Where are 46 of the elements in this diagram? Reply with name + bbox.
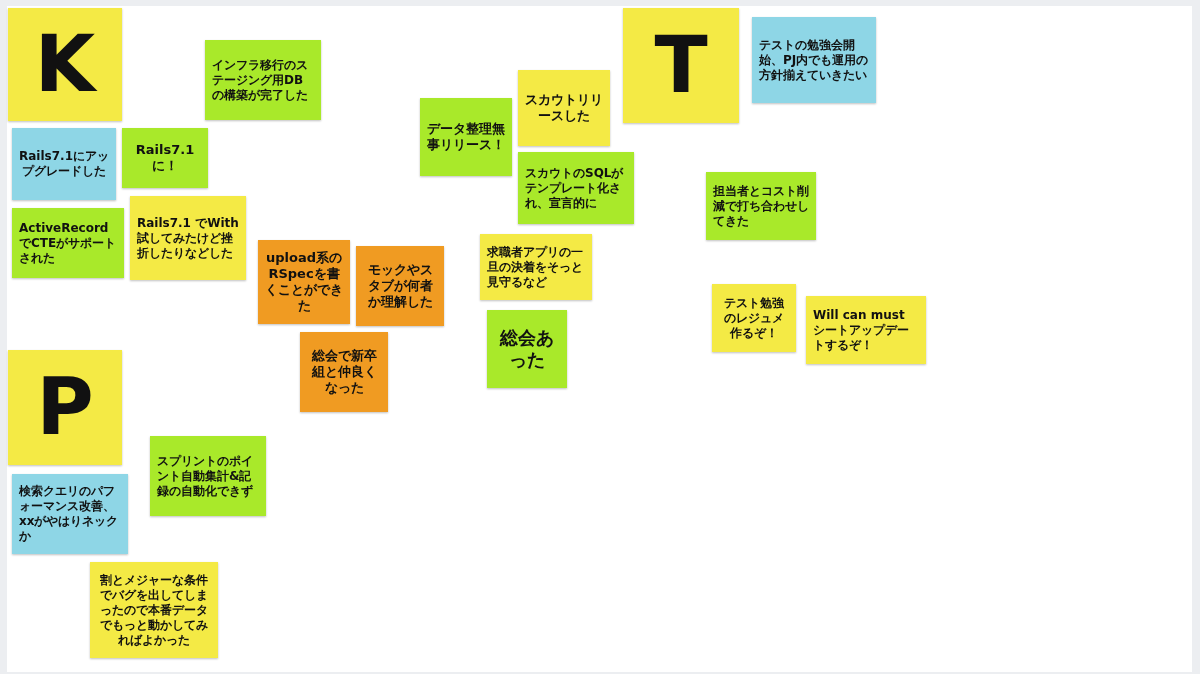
sticky-note [712,284,796,352]
sticky-note [300,332,388,412]
section-sticky-note [8,8,122,121]
sticky-note [150,436,266,516]
section-sticky-note [623,8,739,123]
sticky-note [518,70,610,146]
sticky-note [806,296,926,364]
section-letter: P [36,360,94,454]
sticky-note [480,234,592,300]
note-text: スプリントのポイント自動集計&記録の自動化できず [157,453,254,499]
note-text: モックやスタブが何者か理解した [366,261,434,311]
sticky-note [12,208,124,278]
note-text: 総会で新卒組と仲良くなった [310,347,378,397]
section-sticky-note [8,350,122,465]
note-text: テストの勉強会開始、PJ内でも運用の方針揃えていきたい [759,37,869,83]
sticky-note [205,40,321,120]
note-text: upload系のRSpecを書くことができた [265,249,343,315]
note-text: インフラ移行のステージング用DBの構築が完了した [212,57,309,103]
sticky-note [706,172,816,240]
note-text: 検索クエリのパフォーマンス改善、xxがやはりネックか [19,484,120,544]
section-letter: K [34,17,96,111]
note-text: スカウトリリースした [525,91,603,125]
sticky-note [752,17,876,103]
note-text: スカウトのSQLがテンプレート化され、宣言的に [525,165,625,211]
note-text: ActiveRecordでCTEがサポートされた [19,220,117,266]
note-text: 総会あった [498,326,555,372]
sticky-note [12,474,128,554]
sticky-note [130,196,246,280]
note-text: 求職者アプリの一旦の決着をそっと見守るなど [487,244,584,290]
sticky-note [487,310,567,388]
sticky-note [356,246,444,326]
sticky-note [518,152,634,224]
note-text: 割とメジャーな条件でバグを出してしまったので本番データでもっと動かしてみればよかった [99,572,209,648]
sticky-note [122,128,208,188]
note-text: テスト勉強のレジュメ作るぞ！ [723,295,785,341]
note-text: 担当者とコスト削減で打ち合わせしてきた [713,183,809,229]
note-text: Rails7.1にアップグレードした [19,149,109,179]
sticky-note [420,98,512,176]
note-text: Rails7.1 でWith試してみたけど挫折したりなどした [137,215,239,261]
sticky-note [258,240,350,324]
note-text: Will can must シートアップデートするぞ！ [813,307,910,353]
section-letter: T [654,18,708,112]
note-text: データ整理無事リリース！ [427,120,505,154]
sticky-note [90,562,218,658]
sticky-note [12,128,116,200]
note-text: Rails7.1に！ [134,141,196,175]
